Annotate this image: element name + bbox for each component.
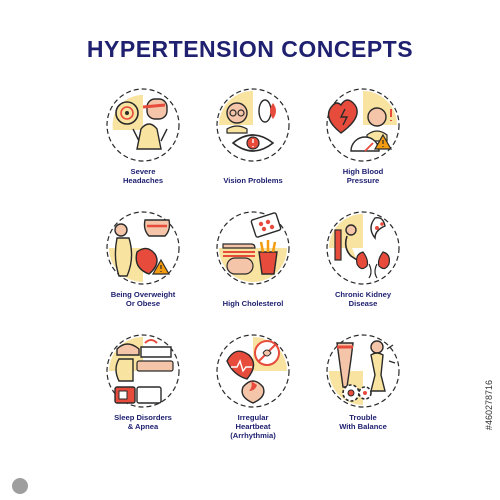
- concept-vision-problems: Vision Problems: [198, 85, 308, 208]
- concept-label: Vision Problems: [223, 176, 283, 185]
- chronic-kidney-disease-icon: [326, 211, 400, 285]
- concept-balance: Trouble With Balance: [308, 331, 418, 454]
- arrhythmia-icon: [216, 334, 290, 408]
- icon-grid: Severe Headaches Vision Problems: [88, 85, 418, 454]
- balance-icon: [326, 334, 400, 408]
- concept-high-blood-pressure: High Blood Pressure: [308, 85, 418, 208]
- severe-headaches-icon: [106, 88, 180, 162]
- sleep-apnea-icon: [106, 334, 180, 408]
- concept-sleep-apnea: Sleep Disorders & Apnea: [88, 331, 198, 454]
- page-title: HYPERTENSION CONCEPTS: [86, 36, 414, 62]
- concept-label: Sleep Disorders & Apnea: [114, 413, 172, 431]
- concept-overweight: Being Overweight Or Obese: [88, 208, 198, 331]
- concept-arrhythmia: Irregular Heartbeat (Arrhythmia): [198, 331, 308, 454]
- stock-logo-icon: [12, 478, 28, 494]
- high-cholesterol-icon: [216, 211, 290, 285]
- overweight-icon: [106, 211, 180, 285]
- high-blood-pressure-icon: [326, 88, 400, 162]
- stock-footer: [0, 474, 500, 500]
- concept-severe-headaches: Severe Headaches: [88, 85, 198, 208]
- concept-high-cholesterol: High Cholesterol: [198, 208, 308, 331]
- concept-label: Trouble With Balance: [339, 413, 387, 431]
- concept-label: Being Overweight Or Obese: [110, 290, 176, 308]
- concept-label: High Blood Pressure: [342, 167, 384, 185]
- vision-problems-icon: [216, 88, 290, 162]
- stock-id: #460278716: [484, 380, 494, 431]
- concept-chronic-kidney-disease: Chronic Kidney Disease: [308, 208, 418, 331]
- concept-label: Chronic Kidney Disease: [334, 290, 392, 308]
- concept-label: Irregular Heartbeat (Arrhythmia): [230, 413, 276, 440]
- concept-label: Severe Headaches: [122, 167, 164, 185]
- concept-label: High Cholesterol: [222, 299, 284, 308]
